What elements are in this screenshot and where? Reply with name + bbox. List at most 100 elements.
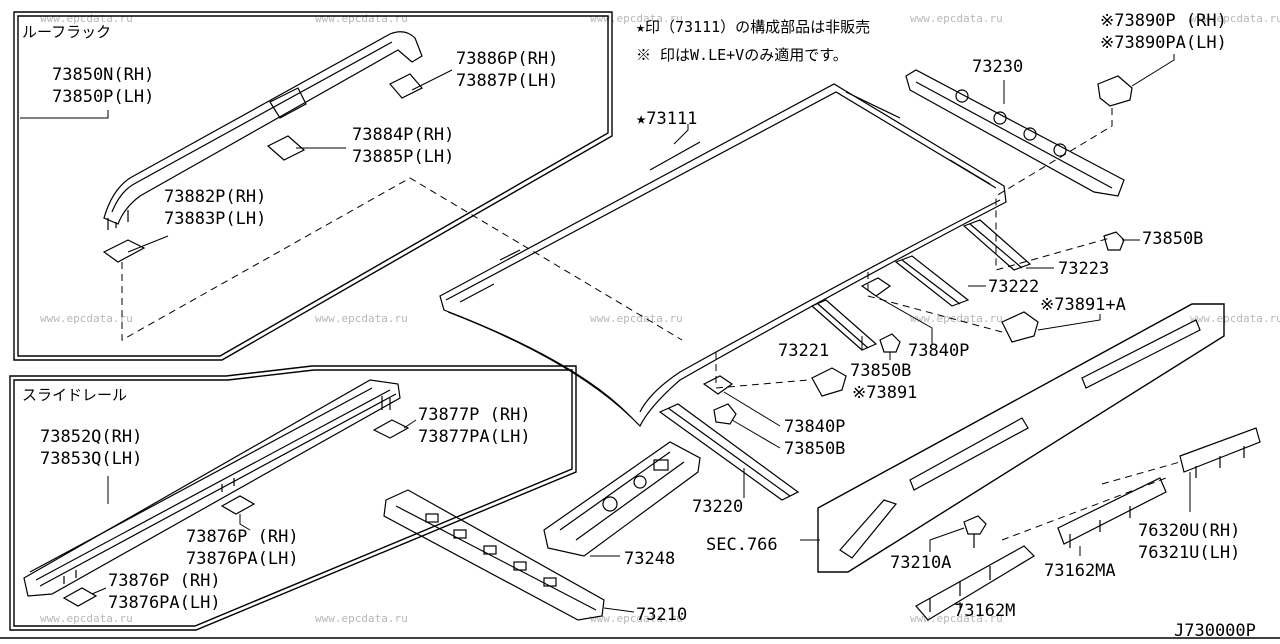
note-applicable: ※ 印はW.LE+Vのみ適用です。: [636, 46, 848, 64]
roof-rack-title: ルーフラック: [22, 23, 111, 41]
label-73248: 73248: [624, 549, 675, 569]
label-73221: 73221: [778, 341, 829, 361]
label-73882p: 73882P(RH): [164, 187, 266, 207]
leader-73876p-upper: [239, 514, 251, 531]
leader-73840p-lower: [723, 391, 781, 427]
bracket-73162ma: [1057, 477, 1167, 548]
bracket-73248: [543, 441, 701, 557]
watermark: www.epcdata.ru: [1190, 312, 1280, 325]
slide-rail-pad-73877p: [372, 419, 410, 439]
label-73876p-lower: 73876P (RH): [108, 571, 221, 591]
watermark: www.epcdata.ru: [40, 612, 133, 625]
watermark: www.epcdata.ru: [1190, 12, 1280, 25]
roof-rack-pad-73884p: [266, 135, 306, 161]
diagram-code: J730000P: [1174, 621, 1256, 640]
roof-bow-73221: [810, 299, 878, 351]
roof-bow-73220: [658, 403, 800, 501]
label-73884p: 73884P(RH): [352, 125, 454, 145]
watermark: www.epcdata.ru: [315, 612, 408, 625]
clip-73890p: [1097, 75, 1133, 107]
label-73883p: 73883P(LH): [164, 209, 266, 229]
clip-73891a: [1001, 311, 1039, 343]
label-sec766: SEC.766: [706, 535, 778, 555]
leader-73850b-lower: [731, 419, 781, 449]
clip-73891: [811, 367, 847, 397]
label-73877p: 73877P (RH): [418, 405, 531, 425]
label-73850b-upper: 73850B: [1142, 229, 1203, 249]
leader-73210a: [929, 527, 965, 552]
slide-rail-title: スライドレール: [22, 386, 127, 404]
label-73885p: 73885P(LH): [352, 147, 454, 167]
roof-bow-73222: [894, 255, 970, 307]
label-73840p-lower: 73840P: [784, 417, 845, 437]
roof-panel-73111: [439, 83, 1007, 428]
label-76321u: 76321U(LH): [1138, 543, 1240, 563]
roof-rack-cover-73886p: [389, 73, 423, 99]
label-73850b-lower: 73850B: [784, 439, 845, 459]
label-73890p: ※73890P (RH): [1100, 11, 1227, 31]
label-73891a: ※73891+A: [1040, 295, 1126, 315]
label-73876pa-lower: 73876PA(LH): [108, 593, 221, 613]
watermark: www.epcdata.ru: [315, 12, 408, 25]
watermark: www.epcdata.ru: [590, 312, 683, 325]
label-73876p-upper: 73876P (RH): [186, 527, 299, 547]
nut-73850b-middle: [879, 333, 901, 353]
dash-line-73891: [715, 352, 809, 389]
sec766-frame: [817, 303, 1225, 573]
label-73162m: 73162M: [954, 601, 1015, 621]
label-73222: 73222: [988, 277, 1039, 297]
label-73210a: 73210A: [890, 553, 951, 573]
watermark: www.epcdata.ru: [590, 12, 683, 25]
watermark: www.epcdata.ru: [40, 312, 133, 325]
watermark: www.epcdata.ru: [40, 12, 133, 25]
label-73890pa: ※73890PA(LH): [1100, 33, 1227, 53]
watermark: www.epcdata.ru: [315, 312, 408, 325]
front-header-73210: [383, 489, 605, 621]
slide-rail-frame-inner: [13, 369, 573, 627]
label-73162ma: 73162MA: [1044, 561, 1116, 581]
bracket-76320u: [1179, 427, 1261, 478]
label-73111: ★73111: [636, 109, 697, 129]
dash-line-73890p: [995, 108, 1113, 271]
watermarks: www.epcdata.ru www.epcdata.ru www.epcdat…: [40, 12, 1280, 625]
watermark: www.epcdata.ru: [590, 612, 683, 625]
label-73887p: 73887P(LH): [456, 71, 558, 91]
roof-rack-pad-73882p: [102, 239, 146, 263]
slide-rail-frame: [9, 365, 577, 631]
label-73877pa: 73877PA(LH): [418, 427, 531, 447]
slide-rail: [23, 379, 401, 597]
watermark: www.epcdata.ru: [910, 312, 1003, 325]
note-non-sale: ★印（73111）の構成部品は非販売: [636, 18, 870, 36]
label-73210: 73210: [636, 605, 687, 625]
weatherstrips: [839, 319, 1201, 559]
pad-73840p-upper: [860, 277, 892, 297]
roof-rack-rail: [103, 31, 423, 230]
dash-line-brackets: [1001, 461, 1181, 541]
watermark: www.epcdata.ru: [910, 12, 1003, 25]
leader-73840p-upper: [875, 295, 933, 344]
label-73852q: 73852Q(RH): [40, 427, 142, 447]
leader-73890p: [1131, 54, 1175, 87]
label-73853q: 73853Q(LH): [40, 449, 142, 469]
leader-73882p: [127, 235, 169, 253]
label-73876pa-upper: 73876PA(LH): [186, 549, 299, 569]
slide-rail-pad-73876p-upper: [220, 495, 256, 515]
leader-73877p: [403, 419, 417, 429]
dash-line-roof-rack: [121, 177, 683, 341]
label-73850n: 73850N(RH): [52, 65, 154, 85]
label-76320u: 76320U(RH): [1138, 521, 1240, 541]
pad-73840p-lower: [702, 375, 734, 395]
header-panel-73230: [905, 69, 1125, 197]
leader-73210: [603, 607, 635, 613]
leader-73886p: [411, 69, 453, 91]
dash-line-73891a: [867, 272, 1003, 333]
label-73850b-middle: 73850B: [850, 361, 911, 381]
nut-73850b-lower: [713, 403, 737, 425]
label-73223: 73223: [1058, 259, 1109, 279]
watermark: www.epcdata.ru: [910, 612, 1003, 625]
leader-73876p-lower: [91, 587, 107, 595]
label-73220: 73220: [692, 497, 743, 517]
leader-73850n: [20, 110, 109, 119]
roof-rack-frame: [13, 11, 613, 361]
